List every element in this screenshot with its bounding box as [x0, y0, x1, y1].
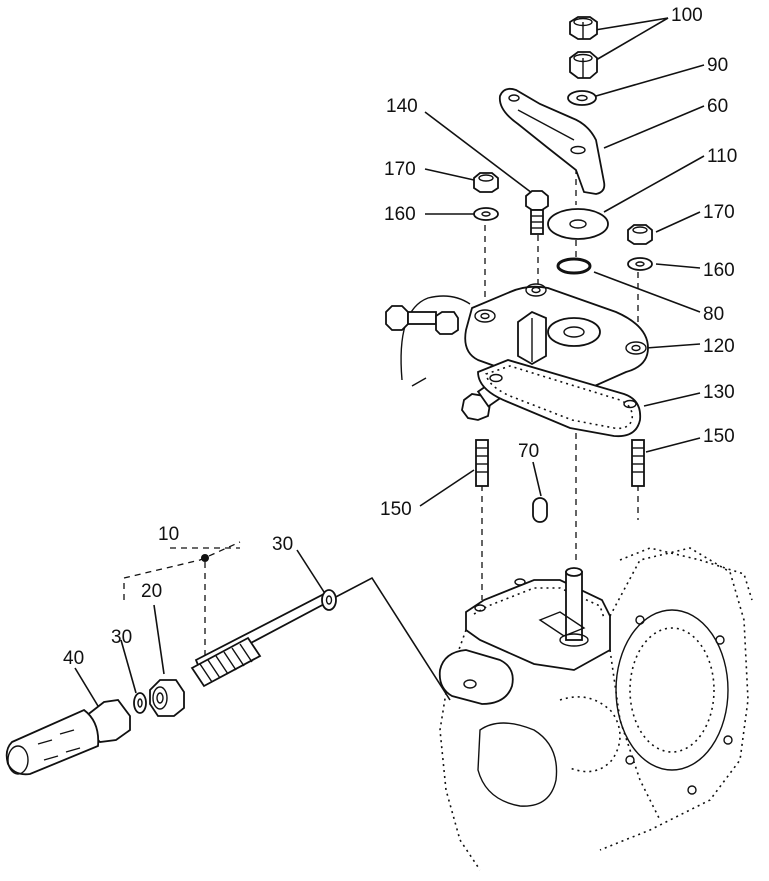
label-30-lower: 30 — [111, 627, 132, 648]
washer-110 — [547, 208, 609, 240]
label-150-left: 150 — [380, 499, 412, 520]
label-60: 60 — [707, 96, 728, 117]
label-120: 120 — [703, 336, 735, 357]
label-150-right: 150 — [703, 426, 735, 447]
stud-150-left — [475, 439, 489, 487]
label-160-left: 160 — [384, 204, 416, 225]
gearbox-housing — [438, 547, 753, 871]
washer-160-right — [627, 257, 653, 271]
nut-170-right — [627, 224, 653, 245]
nut-100-upper — [569, 16, 598, 40]
leader-lines — [74, 17, 705, 707]
part-labels: 100 90 60 140 110 170 160 170 160 80 120… — [63, 5, 737, 669]
label-100: 100 — [671, 5, 703, 26]
label-30-upper: 30 — [272, 534, 293, 555]
bolt-140 — [525, 190, 549, 235]
label-140: 140 — [386, 96, 418, 117]
label-160-right: 160 — [703, 260, 735, 281]
key-70 — [532, 497, 548, 523]
washer-160-left — [473, 207, 499, 221]
label-130: 130 — [703, 382, 735, 403]
lever-60 — [498, 87, 606, 195]
label-110: 110 — [707, 146, 737, 167]
nut-20 — [149, 679, 185, 717]
o-ring-80 — [556, 257, 592, 275]
bolt-left-horizontal — [385, 305, 459, 335]
bracket-10 — [123, 541, 241, 600]
gasket-130 — [477, 359, 642, 438]
cap-40 — [5, 699, 131, 776]
label-20: 20 — [141, 581, 162, 602]
label-80: 80 — [703, 304, 724, 325]
washer-90 — [567, 90, 597, 106]
nut-170-left — [473, 172, 499, 193]
label-70: 70 — [518, 441, 539, 462]
nut-100-lower — [569, 51, 598, 79]
label-10: 10 — [158, 524, 179, 545]
washer-30-lower — [133, 692, 147, 714]
label-90: 90 — [707, 55, 728, 76]
label-170-left: 170 — [384, 159, 416, 180]
adjusting-rod — [190, 554, 330, 688]
washer-30-upper — [321, 589, 337, 611]
label-40: 40 — [63, 648, 84, 669]
label-170-right: 170 — [703, 202, 735, 223]
stud-150-right — [631, 439, 645, 487]
